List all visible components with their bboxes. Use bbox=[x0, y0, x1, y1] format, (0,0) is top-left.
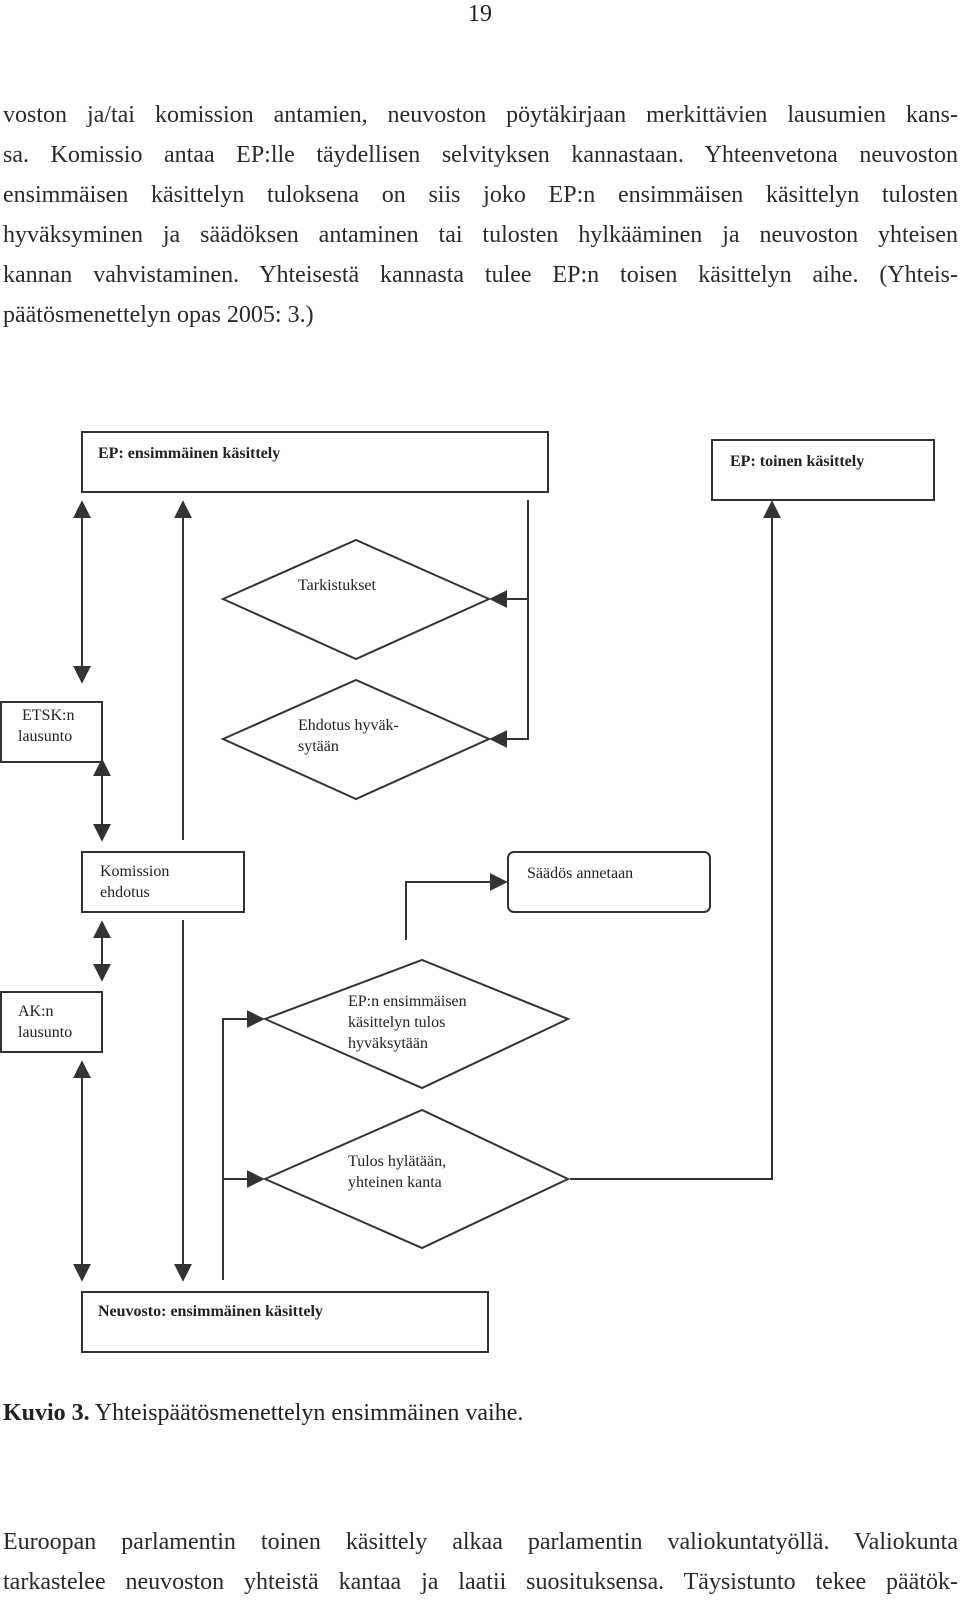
ep-result-accepted-label: EP:n ensimmäisen bbox=[348, 993, 467, 1010]
commission-proposal-label: Komission bbox=[100, 863, 169, 880]
commission-proposal-label: ehdotus bbox=[100, 884, 150, 901]
result-rejected-diamond bbox=[262, 1108, 571, 1250]
amendments-label: Tarkistukset bbox=[298, 577, 377, 594]
ep-result-accepted-diamond bbox=[262, 958, 571, 1090]
ep-second-reading-box bbox=[711, 439, 935, 501]
ep-first-reading-box bbox=[81, 431, 549, 493]
flowchart: EP: ensimmäinen käsittely EP: toinen käs… bbox=[0, 431, 935, 1353]
proposal-accepted-label: Ehdotus hyväk- bbox=[298, 717, 399, 734]
ep-second-reading-label: EP: toinen käsittely bbox=[730, 453, 864, 470]
flowchart-figure: EP: ensimmäinen käsittely EP: toinen käs… bbox=[0, 430, 960, 1370]
result-rejected-label: Tulos hylätään, bbox=[348, 1153, 446, 1170]
text-line: sa. Komissio antaa EP:lle täydellisen se… bbox=[3, 142, 958, 168]
etsk-opinion-label: ETSK:n bbox=[22, 707, 74, 724]
text-line: voston ja/tai komission antamien, neuvos… bbox=[3, 102, 958, 128]
caption-label: Kuvio 3. bbox=[3, 1400, 90, 1426]
ak-opinion-label: AK:n bbox=[18, 1003, 54, 1020]
text-line: hyväksyminen ja säädöksen antaminen tai … bbox=[3, 222, 958, 248]
text-line: tarkastelee neuvoston yhteistä kantaa ja… bbox=[3, 1569, 958, 1595]
to-act-adopted-arrow bbox=[405, 873, 508, 940]
etsk-opinion-box bbox=[0, 701, 103, 763]
page-number: 19 bbox=[468, 1, 492, 27]
council-to-result-connector bbox=[222, 1010, 265, 1280]
ep-first-reading-label: EP: ensimmäinen käsittely bbox=[98, 445, 280, 462]
act-adopted-label: Säädös annetaan bbox=[527, 865, 633, 882]
commission-proposal-box bbox=[81, 851, 245, 913]
council-first-reading-box bbox=[81, 1291, 489, 1353]
ak-opinion-box bbox=[0, 991, 103, 1053]
proposal-accepted-label: sytään bbox=[298, 738, 339, 755]
text-line: Euroopan parlamentin toinen käsittely al… bbox=[3, 1529, 958, 1555]
figure-caption: Kuvio 3. Yhteispäätösmenettelyn ensimmäi… bbox=[3, 1398, 523, 1428]
text-line: kannan vahvistaminen. Yhteisestä kannast… bbox=[3, 262, 958, 288]
proposal-accepted-diamond bbox=[220, 678, 492, 801]
intro-paragraph: voston ja/tai komission antamien, neuvos… bbox=[3, 95, 958, 335]
text-line: ensimmäisen käsittelyn tuloksena on siis… bbox=[3, 182, 958, 208]
ep-amendments-connector bbox=[489, 500, 529, 748]
rejected-to-ep-second-arrow bbox=[570, 500, 781, 1180]
caption-text: Yhteispäätösmenettelyn ensimmäinen vaihe… bbox=[89, 1400, 524, 1426]
ep-result-accepted-label: käsittelyn tulos bbox=[348, 1014, 445, 1031]
result-rejected-label: yhteinen kanta bbox=[348, 1174, 442, 1191]
council-first-reading-label: Neuvosto: ensimmäinen käsittely bbox=[98, 1303, 323, 1320]
etsk-opinion-label: lausunto bbox=[18, 728, 72, 745]
outro-paragraph: Euroopan parlamentin toinen käsittely al… bbox=[3, 1522, 958, 1602]
ep-result-accepted-label: hyväksytään bbox=[348, 1035, 428, 1052]
ak-opinion-label: lausunto bbox=[18, 1024, 72, 1041]
text-line: päätösmenettelyn opas 2005: 3.) bbox=[3, 302, 314, 328]
act-adopted-box bbox=[507, 851, 711, 913]
amendments-diamond bbox=[220, 538, 492, 661]
